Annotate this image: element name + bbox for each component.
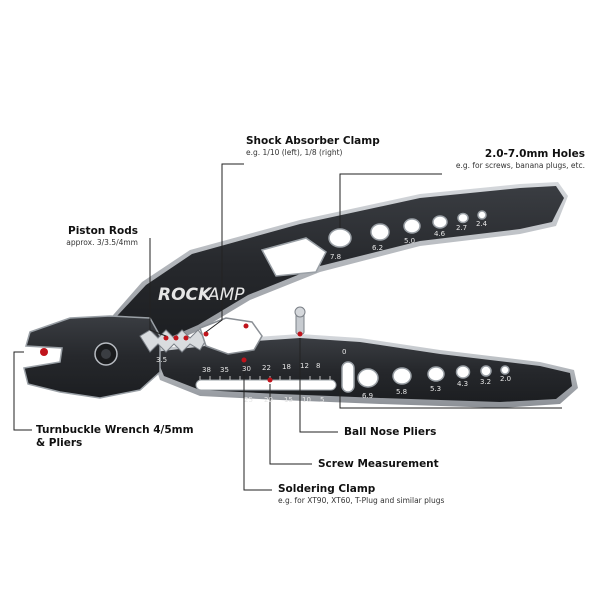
label-6-2: 6.2 [372, 244, 383, 252]
label-7-8: 7.8 [330, 253, 341, 261]
hole-6-9 [357, 368, 379, 388]
hole-5-0 [403, 218, 421, 234]
hole-2-0 [500, 365, 510, 375]
callout-shock-clamp: Shock Absorber Clamp e.g. 1/10 (left), 1… [246, 135, 380, 158]
turnbuckle-line2: & Pliers [36, 437, 83, 449]
callout-turnbuckle: Turnbuckle Wrench 4/5mm & Pliers [36, 424, 194, 450]
hole-3-2 [480, 365, 492, 377]
holes-sub: e.g. for screws, banana plugs, etc. [455, 161, 585, 170]
callout-screw-measurement: Screw Measurement [318, 458, 439, 471]
hole-4-6 [432, 215, 448, 229]
scale-30: 30 [242, 365, 251, 373]
hole-2-4 [477, 210, 487, 220]
label-5-3: 5.3 [430, 385, 441, 393]
ball-nose-title: Ball Nose Pliers [344, 426, 437, 438]
solder-title: Soldering Clamp [278, 483, 376, 495]
label-5-8: 5.8 [396, 388, 407, 396]
callout-soldering-clamp: Soldering Clamp e.g. for XT90, XT60, T-P… [278, 483, 444, 506]
screw-measurement-slot [195, 379, 337, 391]
callout-ball-nose: Ball Nose Pliers [344, 426, 436, 439]
shock-clamp-sub: e.g. 1/10 (left), 1/8 (right) [246, 148, 343, 157]
hole-5-3 [427, 366, 445, 382]
scale-12: 12 [300, 362, 309, 370]
brand-rock: ROCK [158, 285, 213, 305]
scale-8: 8 [316, 362, 320, 370]
scale-18: 18 [282, 363, 291, 371]
scale-15: 15 [284, 396, 293, 404]
hole-4-3 [455, 365, 471, 379]
screw-title: Screw Measurement [318, 458, 439, 470]
callout-holes: 2.0-7.0mm Holes e.g. for screws, banana … [456, 148, 585, 171]
label-2-0: 2.0 [500, 375, 511, 383]
hole-7-8 [328, 228, 352, 248]
label-4-6: 4.6 [434, 230, 446, 238]
callout-lines [13, 163, 562, 491]
brand-amp: AMP [207, 285, 245, 305]
scale-10: 10 [302, 396, 311, 404]
hole-2-7 [457, 212, 469, 224]
scale-22: 22 [262, 364, 271, 372]
callout-dots [40, 323, 303, 383]
shock-clamp-title: Shock Absorber Clamp [246, 135, 380, 147]
scale-38: 38 [202, 366, 211, 374]
scale-25: 25 [244, 396, 253, 404]
upper-handle-face [104, 186, 564, 346]
label-2-4: 2.4 [476, 220, 488, 228]
label-5-0: 5.0 [404, 237, 415, 245]
jaw-head [23, 315, 161, 399]
label-4-3: 4.3 [457, 380, 468, 388]
holes-title: 2.0-7.0mm Holes [484, 148, 585, 160]
scale-35: 35 [220, 366, 229, 374]
label-zero: 0 [342, 348, 346, 356]
piston-title: Piston Rods [68, 225, 138, 237]
hole-5-8 [392, 367, 412, 385]
window-cutout [260, 237, 327, 277]
scale-20: 20 [264, 396, 273, 404]
scale-5: 5 [320, 396, 324, 404]
piston-sub: approx. 3/3.5/4mm [66, 238, 138, 247]
label-6-9: 6.9 [362, 392, 373, 400]
label-piston-3-5: 3.5 [156, 356, 167, 364]
turnbuckle-line1: Turnbuckle Wrench 4/5mm [36, 424, 194, 436]
label-3-2: 3.2 [480, 378, 491, 386]
hole-6-2 [370, 223, 390, 241]
screw-slot [341, 361, 355, 393]
callout-piston-rods: Piston Rods approx. 3/3.5/4mm [66, 225, 138, 248]
solder-sub: e.g. for XT90, XT60, T-Plug and similar … [278, 496, 445, 505]
label-2-7: 2.7 [456, 224, 467, 232]
